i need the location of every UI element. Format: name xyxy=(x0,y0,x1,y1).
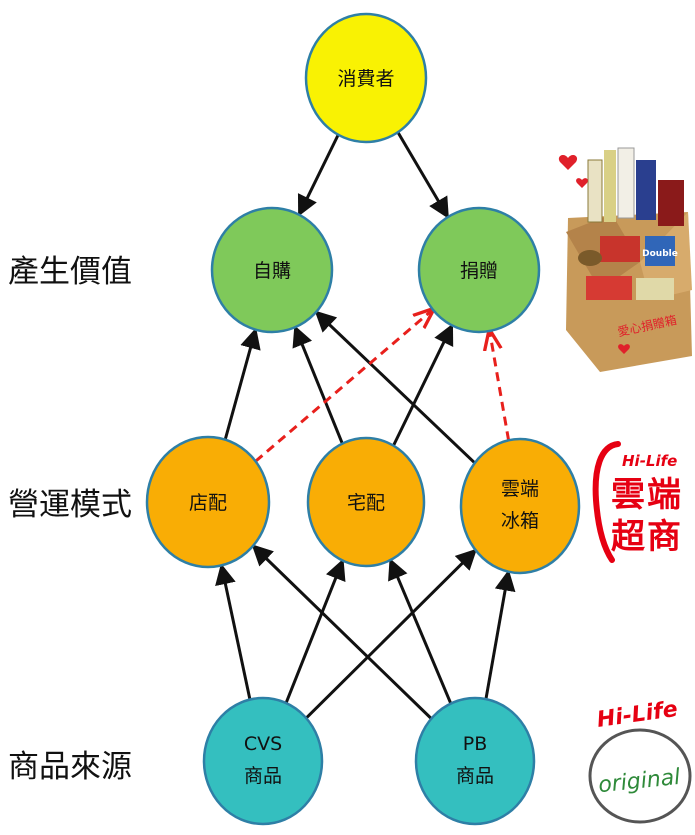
edge-consumer-to-self_buy xyxy=(297,134,340,217)
node-self-buy-label: 自購 xyxy=(253,260,291,282)
node-self-buy-circle xyxy=(210,206,334,334)
edge-cvs-to-store xyxy=(215,563,252,700)
hilife-original-logo: Hi-Life original xyxy=(588,697,692,824)
logo-cloud-store-text-image: 雲端超商 xyxy=(611,475,681,557)
node-cloud-label-2: 冰箱 xyxy=(501,510,539,532)
node-self-buy: 自購 xyxy=(210,206,334,334)
edge-cloud-to-self_buy xyxy=(314,310,476,465)
node-donate-label: 捐贈 xyxy=(460,260,498,282)
node-cloud-label-1: 雲端 xyxy=(501,478,539,500)
node-cloud-circle xyxy=(459,437,581,575)
edge-store-to-donate xyxy=(254,310,433,463)
node-home: 宅配 xyxy=(306,436,426,568)
node-cvs-circle xyxy=(202,696,324,826)
svg-text:original: original xyxy=(597,765,681,798)
edges-layer xyxy=(215,131,516,720)
row-label-value: 產生價值 xyxy=(8,254,132,290)
node-cvs-label-1: CVS xyxy=(244,733,282,755)
node-store-label: 店配 xyxy=(189,492,227,514)
edge-consumer-to-donate xyxy=(396,131,450,219)
edge-cvs-to-home xyxy=(284,558,346,704)
edge-pb-to-store xyxy=(251,544,433,720)
node-pb-label-1: PB xyxy=(463,733,488,755)
edge-home-to-donate xyxy=(392,323,454,447)
node-pb: PB 商品 xyxy=(414,696,536,826)
svg-text:Hi-Life: Hi-Life xyxy=(622,452,677,470)
edge-store-to-self_buy xyxy=(223,327,261,441)
node-home-circle xyxy=(306,436,426,568)
edge-home-to-self_buy xyxy=(292,325,344,445)
node-cvs-label-2: 商品 xyxy=(244,765,282,787)
node-consumer-circle xyxy=(304,12,428,144)
svg-text:Double: Double xyxy=(642,249,678,259)
node-consumer-label: 消費者 xyxy=(337,68,394,90)
node-store-circle xyxy=(145,435,271,569)
node-cvs: CVS 商品 xyxy=(202,696,324,826)
edge-pb-to-home xyxy=(388,558,453,705)
node-cloud: 雲端 冰箱 xyxy=(459,437,581,575)
edge-cvs-to-cloud xyxy=(305,548,478,720)
node-donate-circle xyxy=(417,206,541,334)
hilife-cloud-store-logo: Hi-Life 雲端超商 xyxy=(592,441,681,563)
node-home-label: 宅配 xyxy=(347,492,385,514)
logo-char: 商 xyxy=(647,517,681,557)
donation-gift-box-image: Double 愛心捐贈箱 xyxy=(558,147,692,372)
edge-pb-to-cloud xyxy=(484,569,516,700)
node-pb-circle xyxy=(414,696,536,826)
logo-char: 雲 xyxy=(611,475,645,515)
node-store: 店配 xyxy=(145,435,271,569)
logo-char: 超 xyxy=(611,517,646,557)
row-label-source: 商品來源 xyxy=(8,749,132,785)
edge-cloud-to-donate xyxy=(490,331,511,441)
svg-text:Hi-Life: Hi-Life xyxy=(595,697,679,733)
row-label-ops: 營運模式 xyxy=(8,487,132,523)
node-consumer: 消費者 xyxy=(304,12,428,144)
node-pb-label-2: 商品 xyxy=(456,765,494,787)
logo-char: 端 xyxy=(647,475,681,515)
node-donate: 捐贈 xyxy=(417,206,541,334)
